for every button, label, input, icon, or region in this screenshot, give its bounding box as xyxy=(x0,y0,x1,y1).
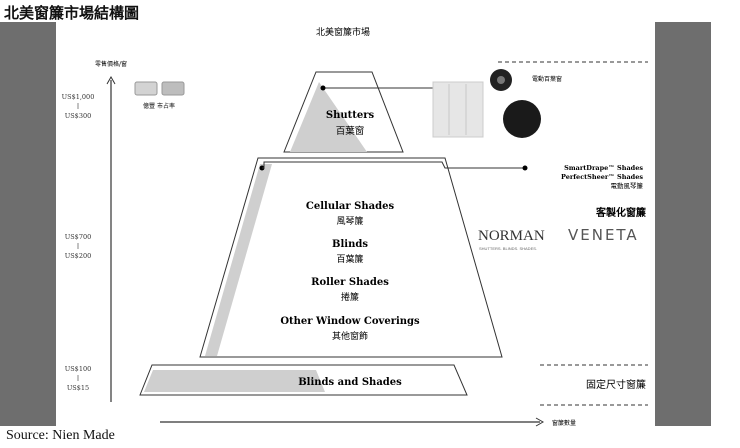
price-labels: US$1,000 US$300 US$700 US$200 US$100 US$… xyxy=(62,93,95,392)
left-margin-band xyxy=(0,22,56,426)
motorized-cellular-label: 電動風琴簾 xyxy=(611,181,644,190)
perfectsheer-label: PerfectSheer™ Shades xyxy=(561,173,643,181)
motorized-shutters-label: 電動百葉窗 xyxy=(532,75,562,83)
roller-en: Roller Shades xyxy=(311,277,389,288)
blinds-en: Blinds xyxy=(332,239,368,250)
motor-remote-disc-icon xyxy=(503,100,541,138)
x-axis-label: 窗簾數量 xyxy=(552,419,576,427)
fixed-tier-outline xyxy=(139,364,468,396)
x-axis-arrow-icon xyxy=(535,417,545,427)
legend-swatch-2 xyxy=(161,81,185,96)
price-low-3: US$15 xyxy=(67,384,89,392)
shutters-label-en: Shutters xyxy=(326,110,375,121)
price-high-2: US$700 xyxy=(65,233,91,241)
custom-products: Cellular Shades 風琴簾 Blinds 百葉簾 Roller Sh… xyxy=(280,201,420,342)
fixed-segment-label: 固定尺寸窗簾 xyxy=(586,378,646,391)
cellular-en: Cellular Shades xyxy=(306,201,395,212)
page-title: 北美窗簾市場結構圖 xyxy=(4,4,140,22)
custom-share-fill xyxy=(205,164,272,356)
price-low-2: US$200 xyxy=(65,252,91,260)
legend-swatch-1 xyxy=(134,81,158,96)
veneta-logo: VENETA xyxy=(568,226,639,244)
other-zh: 其他窗飾 xyxy=(332,330,368,342)
smartdrape-callout-line xyxy=(262,161,525,169)
right-margin-band xyxy=(655,22,711,426)
blinds-zh: 百葉簾 xyxy=(336,253,363,265)
norman-logo: NORMAN xyxy=(478,228,545,244)
custom-segment-label: 客製化窗簾 xyxy=(595,206,646,219)
shutters-share-fill xyxy=(290,82,367,152)
price-high-3: US$100 xyxy=(65,365,91,373)
y-axis-label: 零售價格/窗 xyxy=(95,60,127,68)
smartdrape-label: SmartDrape™ Shades xyxy=(564,164,643,172)
shutter-product-image xyxy=(432,81,484,138)
price-low-1: US$300 xyxy=(65,112,91,120)
roller-zh: 捲簾 xyxy=(341,291,359,303)
legend-label: 億豐 市占率 xyxy=(143,102,175,110)
y-axis-arrow-icon xyxy=(106,75,116,85)
fixed-share-fill xyxy=(144,370,325,392)
diagram-title: 北美窗簾市場 xyxy=(316,26,370,38)
shutters-label-zh: 百葉窗 xyxy=(336,125,365,137)
other-en: Other Window Coverings xyxy=(280,316,420,327)
blinds-and-shades-label: Blinds and Shades xyxy=(298,377,402,388)
custom-tier-outline xyxy=(199,157,503,358)
norman-tagline: SHUTTERS. BLINDS. SHADES. xyxy=(479,246,537,251)
source-note: Source: Nien Made xyxy=(6,428,115,443)
cellular-zh: 風琴簾 xyxy=(336,215,363,227)
price-high-1: US$1,000 xyxy=(62,93,95,101)
